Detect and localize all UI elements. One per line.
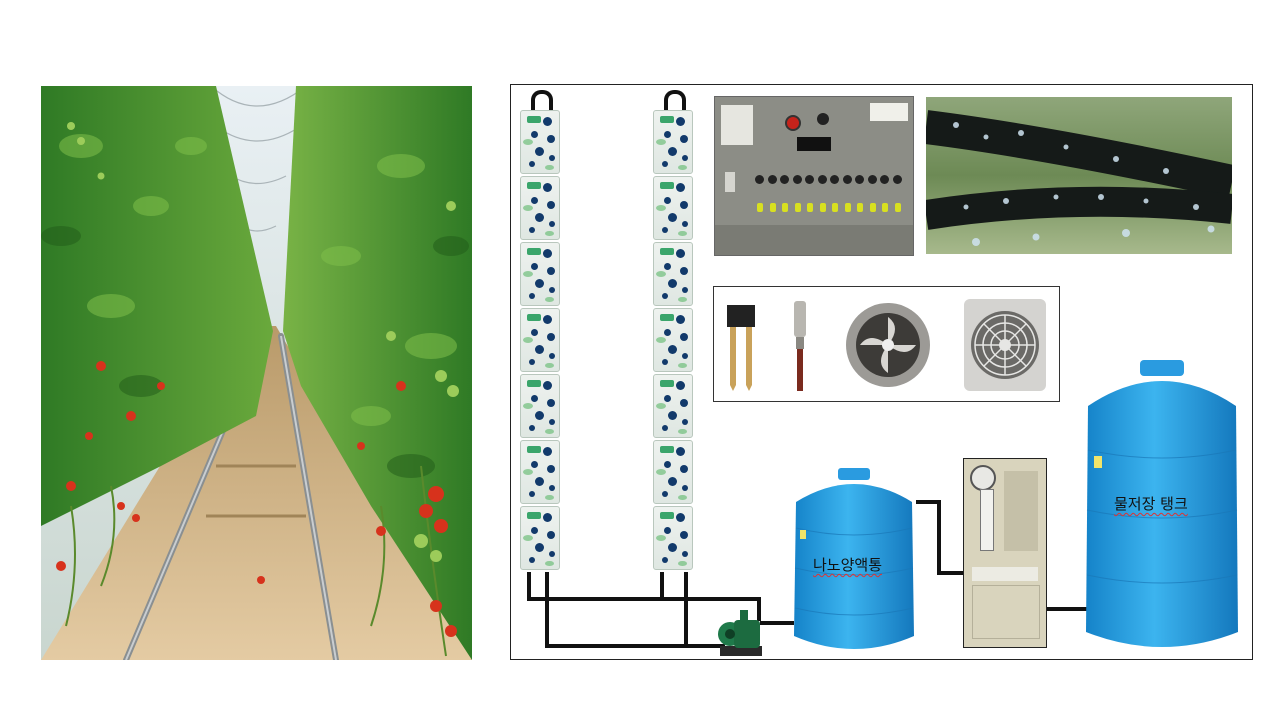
temperature-humidity-sensor-icon: [794, 301, 806, 391]
exhaust-fan-icon: [846, 303, 930, 387]
indicator-lamp-icon: [857, 203, 863, 212]
nano-column-right: [653, 90, 693, 572]
indicator-lamp-icon: [832, 203, 838, 212]
nano-module-segment: [520, 110, 560, 174]
storage-tank-label: 물저장 탱크: [1114, 495, 1188, 513]
indicator-lamp-icon: [757, 203, 763, 212]
switch-knob-icon: [892, 175, 902, 184]
nano-module-segment: [653, 374, 693, 438]
switch-knob-icon: [842, 175, 852, 184]
switch-knob-icon: [817, 175, 827, 184]
column-hook: [531, 90, 553, 110]
nano-tank-label: 나노양액통: [813, 556, 883, 574]
emergency-stop-icon: [785, 115, 801, 131]
switch-knob-icon: [767, 175, 777, 184]
nano-module-segment: [653, 242, 693, 306]
water-pump: [718, 610, 762, 656]
filter-cartridge: [980, 489, 994, 551]
switch-knob-icon: [780, 175, 789, 184]
column-hook: [664, 90, 686, 110]
switch-knob-icon: [755, 175, 764, 184]
indicator-lamp-icon: [769, 203, 776, 212]
indicator-lamp-icon: [844, 203, 851, 212]
switch-knob-icon: [805, 175, 814, 184]
selector-knob-icon: [817, 113, 829, 125]
nano-column-left: [520, 90, 560, 572]
nano-module-segment: [520, 308, 560, 372]
nano-module-segment: [653, 308, 693, 372]
nano-module-segment: [653, 440, 693, 504]
indicator-lamp-icon: [894, 203, 901, 212]
pressure-gauge-icon: [970, 465, 996, 491]
indicator-lamp-icon: [882, 203, 888, 212]
nano-module-segment: [520, 242, 560, 306]
panel-meter: [725, 172, 735, 192]
soil-moisture-sensor-icon: [727, 305, 755, 391]
indicator-lamp-icon: [819, 203, 826, 212]
switch-knob-icon: [867, 175, 877, 184]
control-panel: [714, 96, 914, 256]
panel-diagram-sheet: [721, 105, 753, 145]
switch-knob-icon: [880, 175, 889, 184]
switch-knob-icon: [855, 175, 864, 184]
switch-knob-icon: [792, 175, 802, 184]
ventilation-fan-icon: [964, 299, 1046, 391]
nano-module-segment: [520, 506, 560, 570]
indicator-lamp-icon: [782, 203, 788, 212]
nano-module-segment: [653, 176, 693, 240]
nano-module-segment: [653, 110, 693, 174]
panel-nameplate: [870, 103, 908, 121]
sensor-fan-panel: [713, 286, 1060, 402]
indicator-lamp-icon: [869, 203, 876, 212]
indicator-lamp-icon: [807, 203, 813, 212]
purifier-nameplate: [972, 567, 1038, 581]
nano-module-segment: [520, 374, 560, 438]
digital-controller-display: [797, 137, 831, 151]
drip-hose-water-droplets-photo: [926, 97, 1232, 254]
nano-module-segment: [520, 176, 560, 240]
water-purifier-unit: [963, 458, 1047, 648]
nano-module-segment: [653, 506, 693, 570]
indicator-lamp-icon: [794, 203, 801, 212]
greenhouse-tomato-photo: [41, 86, 472, 660]
nano-module-segment: [520, 440, 560, 504]
switch-knob-icon: [830, 175, 839, 184]
water-storage-tank: [1086, 360, 1238, 647]
nano-nutrient-tank: [794, 468, 914, 649]
